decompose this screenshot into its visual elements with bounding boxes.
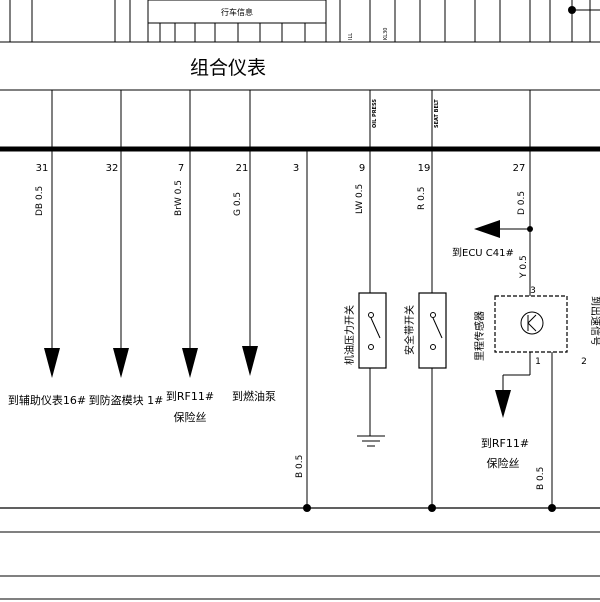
wire-pin-7: 7 BrW 0.5 到RF11# 保险丝 bbox=[166, 151, 214, 424]
wire-label: LW 0.5 bbox=[355, 184, 365, 214]
wire-pin-9: 9 LW 0.5 机油压力开关 bbox=[343, 151, 387, 447]
wire-label: G 0.5 bbox=[233, 192, 243, 216]
pin-number: 3 bbox=[293, 163, 299, 174]
pin-number: 7 bbox=[178, 163, 184, 174]
pin-tag-kl30: KL30 bbox=[383, 28, 389, 40]
wire-pin-19: 19 R 0.5 安全带开关 bbox=[403, 151, 447, 512]
speed-sensor bbox=[494, 295, 568, 353]
info-box-label: 行车信息 bbox=[221, 7, 253, 17]
ground-icon bbox=[357, 435, 385, 447]
arrow-down-icon bbox=[242, 346, 258, 376]
belt-switch-label: 安全带开关 bbox=[403, 305, 416, 355]
destination-label: 到辅助仪表16# bbox=[8, 393, 86, 407]
arrow-down-icon bbox=[44, 348, 60, 378]
ground-wire-label: B 0.5 bbox=[536, 467, 546, 490]
speed-sensor-label: 里程传感器 bbox=[473, 311, 486, 361]
seat-belt-switch bbox=[418, 292, 447, 369]
destination-label: 到防盗模块 1# bbox=[89, 393, 164, 407]
module-title: 组合仪表 bbox=[190, 57, 266, 79]
arrow-down-icon bbox=[113, 348, 129, 378]
bottom-frame bbox=[0, 507, 600, 600]
wire-pin-32: 32 到防盗模块 1# bbox=[89, 151, 164, 407]
oil-switch-label: 机油压力开关 bbox=[343, 305, 356, 365]
sensor-destination: 到RF11# bbox=[481, 437, 529, 450]
pin-number: 27 bbox=[513, 163, 526, 174]
wire-label: R 0.5 bbox=[417, 187, 427, 210]
header-strip: 行车信息 ILL KL30 组合仪表 bbox=[0, 0, 600, 91]
pin-number: 32 bbox=[106, 163, 119, 174]
info-box bbox=[147, 0, 327, 24]
wire-label: B 0.5 bbox=[295, 455, 305, 478]
destination-label: 到燃油泵 bbox=[232, 389, 276, 403]
upper-wires bbox=[51, 90, 531, 147]
pin-number: 9 bbox=[359, 163, 365, 174]
seat-belt-tag: SEAT BELT bbox=[434, 99, 440, 128]
pin-number: 21 bbox=[236, 163, 249, 174]
oil-pressure-switch bbox=[358, 292, 387, 369]
wire-label: D 0.5 bbox=[517, 191, 527, 215]
wire-pin-31: 31 DB 0.5 到辅助仪表16# bbox=[8, 151, 86, 407]
destination-label: 到RF11# bbox=[166, 390, 214, 403]
speed-wire-label: Y 0.5 bbox=[519, 255, 529, 279]
pin-number: 31 bbox=[36, 163, 49, 174]
pin-tag-ill: ILL bbox=[348, 33, 354, 40]
wire-pin-3: 3 B 0.5 bbox=[293, 151, 311, 512]
sensor-pin-3: 3 bbox=[530, 286, 536, 296]
wire-label: DB 0.5 bbox=[35, 186, 45, 216]
arrow-left-icon bbox=[474, 220, 500, 238]
wire-label: BrW 0.5 bbox=[174, 180, 184, 216]
arrow-down-icon bbox=[182, 348, 198, 378]
right-edge-note: 到出速信号 bbox=[589, 296, 600, 346]
ecu-reference: 到ECU C41# bbox=[452, 247, 514, 259]
sensor-symbol-icon bbox=[520, 311, 544, 335]
destination-label-2: 保险丝 bbox=[174, 410, 207, 424]
sensor-destination-2: 保险丝 bbox=[487, 456, 520, 470]
oil-press-tag: OIL PRESS bbox=[372, 99, 378, 128]
sensor-pin-2: 2 bbox=[581, 357, 587, 367]
pin-number: 19 bbox=[418, 163, 431, 174]
wire-pin-27: 27 D 0.5 到ECU C41# Y 0.5 3 1 2 里程传感器 到RF… bbox=[452, 151, 600, 512]
wire-pin-21: 21 G 0.5 到燃油泵 bbox=[232, 151, 276, 403]
arrow-down-icon bbox=[495, 390, 511, 418]
sensor-pin-1: 1 bbox=[535, 357, 541, 367]
